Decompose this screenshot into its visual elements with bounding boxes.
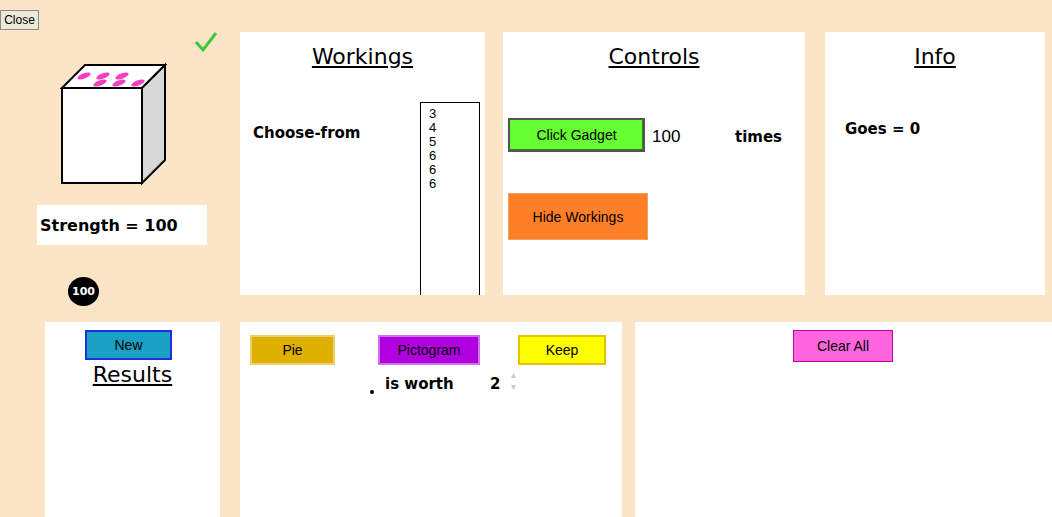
- label-text: Goes = 0: [845, 120, 920, 138]
- label-text: Keep: [546, 342, 579, 358]
- label-text: is worth: [385, 375, 454, 393]
- label-text: Close: [4, 13, 35, 27]
- click-gadget-button: Click Gadget: [508, 118, 645, 152]
- dice-pip: [96, 71, 111, 81]
- dice-cube: [62, 65, 165, 183]
- label-text: Pictogram: [397, 342, 460, 358]
- label-text: Hide Workings: [533, 209, 624, 225]
- clear-panel: Clear All: [635, 322, 1052, 517]
- dice-pip: [77, 71, 92, 81]
- check-mark: [196, 33, 216, 50]
- list-item: 6: [429, 177, 436, 191]
- label-text: Click Gadget: [536, 127, 616, 143]
- controls-panel: Click GadgetHide Workings Controls 100 time…: [503, 32, 805, 295]
- pictogram-dot: [370, 390, 374, 394]
- list-item: 3: [429, 107, 436, 121]
- dice-pip: [112, 78, 127, 88]
- info-panel: InfoGoes = 0: [825, 32, 1045, 295]
- keep-button: Keep: [518, 335, 606, 365]
- panel-title: Workings: [240, 44, 485, 69]
- label-text: Clear All: [817, 338, 869, 354]
- label-text: 2: [490, 375, 500, 393]
- close-button: Close: [0, 10, 39, 30]
- pie-button: Pie: [250, 335, 335, 365]
- list-item: 5: [429, 135, 436, 149]
- label-text: Pie: [282, 342, 302, 358]
- dice-pip: [131, 78, 146, 88]
- strength-badge: 100: [68, 277, 99, 306]
- spin-up: [511, 373, 516, 378]
- label-text: Choose-from: [253, 124, 360, 142]
- panel-title: Controls: [503, 44, 805, 69]
- panel-title: Results: [45, 362, 220, 387]
- choose-list: 345666: [420, 102, 480, 295]
- spin-down: [511, 385, 516, 390]
- panel-title: Info: [825, 44, 1045, 69]
- label-text: times: [735, 128, 782, 146]
- workings-panel: 345666WorkingsChoose-from: [240, 32, 485, 295]
- label-text: New: [114, 337, 142, 353]
- pictogram-button: Pictogram: [378, 335, 480, 365]
- list-item: 4: [429, 121, 436, 135]
- list-item: 6: [429, 163, 436, 177]
- label-text: Strength = 100: [40, 216, 178, 235]
- results-panel: NewResults: [45, 322, 220, 517]
- dice-pip: [115, 71, 130, 81]
- hide-workings-button: Hide Workings: [508, 193, 648, 240]
- list-item: 6: [429, 149, 436, 163]
- label-text: 100: [72, 285, 95, 298]
- clear-all-button: Clear All: [793, 330, 893, 362]
- label-text: 100: [652, 127, 680, 147]
- dice-pip: [93, 78, 108, 88]
- chart-panel: Pie Pictogram Keep is worth 2: [240, 322, 622, 517]
- strength-box: Strength = 100: [37, 205, 207, 245]
- new-button: New: [85, 330, 172, 360]
